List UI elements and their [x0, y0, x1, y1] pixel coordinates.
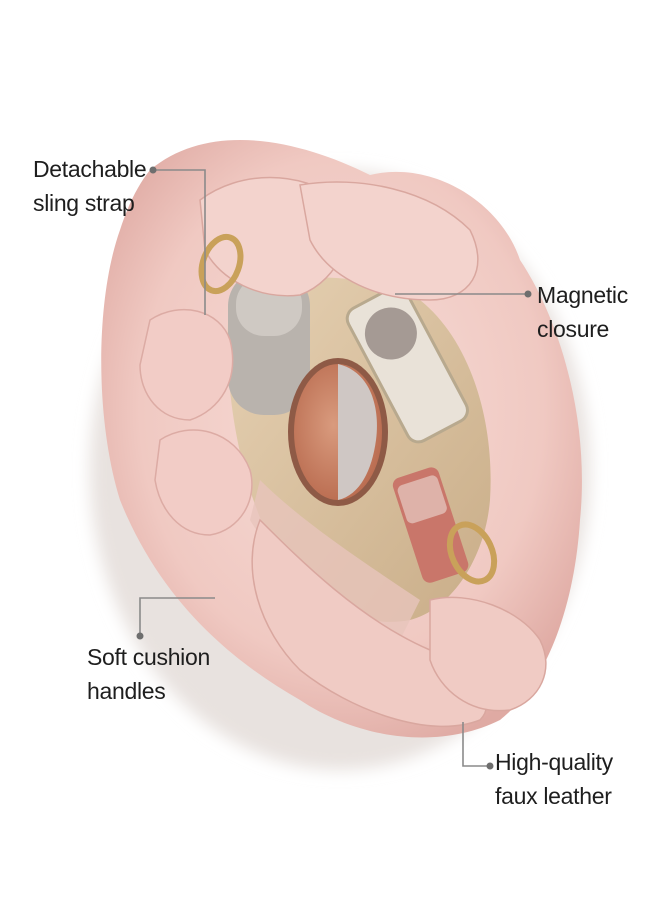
gold-ring-right — [446, 521, 498, 585]
callout-lines — [136, 166, 532, 770]
callout-detachable-sling-strap: Detachable sling strap — [33, 152, 147, 220]
callout-handles-line1: Soft cushion — [87, 644, 210, 670]
callout-closure-line1: Magnetic — [537, 282, 628, 308]
gold-ring-left — [198, 233, 244, 295]
phone — [345, 285, 469, 444]
bag-side-left — [139, 308, 253, 536]
callout-soft-cushion-handles: Soft cushion handles — [87, 640, 210, 708]
callout-magnetic-closure: Magnetic closure — [537, 278, 628, 346]
callout-leather-line2: faux leather — [495, 783, 612, 809]
callout-handles-line2: handles — [87, 678, 166, 704]
handle-top — [199, 176, 479, 301]
callout-leather-line1: High-quality — [495, 749, 613, 775]
callout-strap-line1: Detachable — [33, 156, 147, 182]
callout-strap-line2: sling strap — [33, 190, 135, 216]
callout-high-quality-faux-leather: High-quality faux leather — [495, 745, 613, 813]
compact-mirror — [288, 358, 388, 506]
callout-closure-line2: closure — [537, 316, 610, 342]
handle-bottom — [251, 518, 547, 728]
quilted-panel — [250, 480, 420, 640]
